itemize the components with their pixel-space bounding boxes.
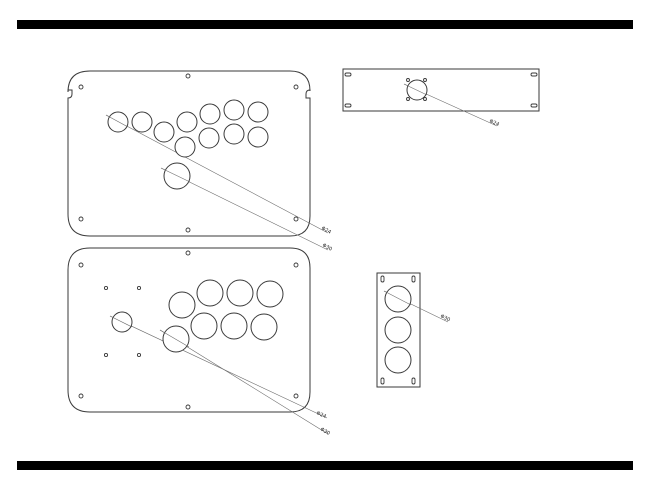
mount-hole <box>185 227 191 233</box>
button-hole <box>168 291 196 319</box>
mount-hole <box>78 262 84 268</box>
dimension-label: Φ24 <box>320 225 332 235</box>
slot-hole <box>530 72 538 77</box>
slot-hole <box>411 275 416 283</box>
mount-hole <box>185 250 191 256</box>
button-hole <box>250 313 278 341</box>
button-hole <box>198 127 220 149</box>
screw-hole <box>103 352 109 358</box>
top-frame-bar <box>17 20 633 29</box>
screw-hole <box>103 285 109 291</box>
mount-hole <box>78 84 84 90</box>
bottom-left-panel: Φ24 Φ30 <box>67 247 331 437</box>
bottom-right-plate: Φ30 <box>376 272 451 388</box>
button-hole <box>199 103 221 125</box>
mount-hole <box>185 73 191 79</box>
dimension-leader <box>109 315 328 419</box>
dimension-leader <box>105 114 329 234</box>
button-hole <box>223 123 245 145</box>
button-hole <box>162 325 190 353</box>
top-right-plate: Φ24 <box>342 68 540 128</box>
bottom-left-panel-outline <box>67 247 311 413</box>
dimension-leader <box>105 114 129 128</box>
dimension-leader <box>383 290 412 306</box>
button-hole <box>256 280 284 308</box>
screw-hole <box>406 97 410 101</box>
dimension-leader <box>159 329 190 348</box>
button-hole <box>131 111 153 133</box>
slot-hole <box>380 275 385 283</box>
screw-hole <box>136 352 142 358</box>
dimension-leader <box>109 315 133 328</box>
mount-hole <box>293 216 299 222</box>
dimension-leader <box>159 329 329 435</box>
button-hole <box>153 121 175 143</box>
mount-hole <box>185 404 191 410</box>
dimension-label: Φ30 <box>321 242 333 252</box>
screw-hole <box>406 78 410 82</box>
bottom-right-plate-outline <box>376 272 421 388</box>
button-hole <box>384 285 412 313</box>
button-hole <box>174 136 196 158</box>
button-hole <box>220 312 248 340</box>
mount-hole <box>293 262 299 268</box>
slot-hole <box>530 103 538 108</box>
button-hole <box>190 312 218 340</box>
top-left-panel: Φ24 Φ30 <box>67 70 333 253</box>
dimension-label: Φ24 <box>488 118 500 128</box>
button-hole <box>196 279 224 307</box>
mount-hole <box>293 84 299 90</box>
screw-hole <box>423 97 427 101</box>
button-hole <box>223 99 245 121</box>
slot-hole <box>344 103 352 108</box>
button-hole <box>107 111 129 133</box>
mount-hole <box>78 393 84 399</box>
dimension-leader <box>160 167 191 183</box>
mount-hole <box>78 216 84 222</box>
button-hole <box>384 346 412 374</box>
button-hole <box>247 126 269 148</box>
slot-hole <box>411 377 416 385</box>
screw-hole <box>423 78 427 82</box>
dimension-leader <box>403 83 428 96</box>
top-left-panel-outline <box>67 70 311 237</box>
top-right-plate-outline <box>342 68 540 112</box>
dimension-label: Φ30 <box>319 427 331 437</box>
button-hole <box>384 316 412 344</box>
dimension-label: Φ24 <box>315 410 327 420</box>
mount-hole <box>293 393 299 399</box>
slot-hole <box>344 72 352 77</box>
dimension-label: Φ30 <box>439 313 451 323</box>
button-hole <box>176 111 198 133</box>
slot-hole <box>380 377 385 385</box>
button-hole <box>226 279 254 307</box>
button-hole <box>247 101 269 123</box>
bottom-frame-bar <box>17 461 633 470</box>
screw-hole <box>136 285 142 291</box>
